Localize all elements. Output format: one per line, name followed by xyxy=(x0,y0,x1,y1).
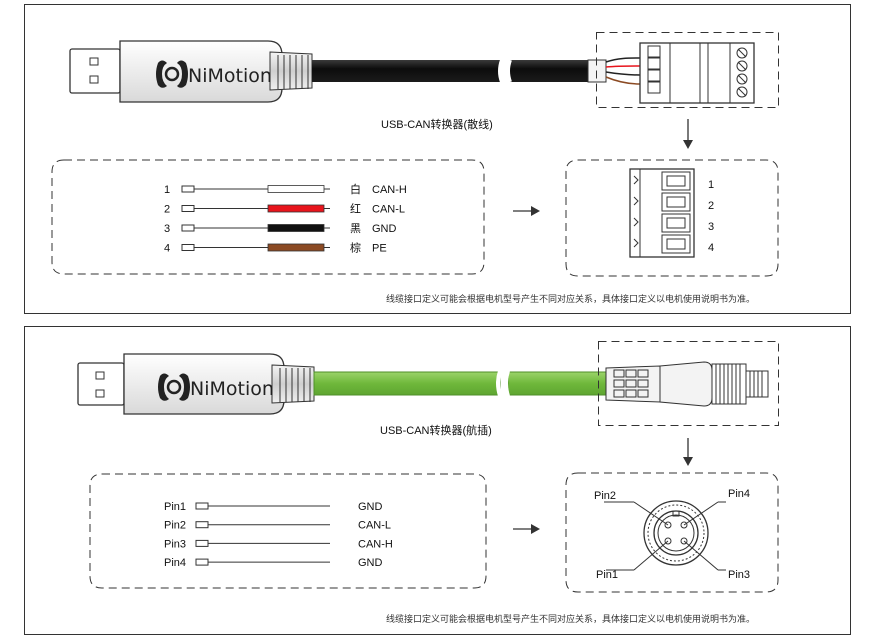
brand-logo-text: NiMotion xyxy=(188,65,272,87)
wire-color-name: 红 xyxy=(350,203,361,216)
black-cable xyxy=(312,59,607,83)
pin-signal: CAN-H xyxy=(358,538,393,550)
pin-terminal-icon xyxy=(195,539,209,547)
wire-color-swatch xyxy=(267,185,325,193)
panel-bottom-border xyxy=(24,326,851,635)
wire-pin-number: 1 xyxy=(164,184,170,196)
connector-face-icon xyxy=(604,500,726,571)
wire-terminal-icon xyxy=(181,205,195,212)
pin-name: Pin2 xyxy=(164,520,186,532)
pin-signal: CAN-L xyxy=(358,520,391,532)
nimotion-logo-icon: NiMotion xyxy=(156,60,272,88)
wire-pin-number: 3 xyxy=(164,223,170,235)
wire-row: 3 黑 GND xyxy=(164,222,397,235)
wire-color-name: 黑 xyxy=(350,222,361,235)
terminal-front-box xyxy=(565,159,779,277)
wire-pin-number: 2 xyxy=(164,204,170,216)
brand-logo-text: NiMotion xyxy=(190,378,274,400)
terminal-pin-label: 4 xyxy=(708,242,714,254)
wire-terminal-icon xyxy=(181,244,195,251)
terminal-pin-label: 3 xyxy=(708,221,714,233)
pin-signal: GND xyxy=(358,557,383,569)
wire-signal: CAN-L xyxy=(372,204,405,216)
pin-terminal-icon xyxy=(195,521,209,529)
terminal-pin-labels: 1 2 3 4 xyxy=(708,179,714,254)
pin-row: Pin2 CAN-L xyxy=(164,520,391,532)
connector-pin-label-top-right: Pin4 xyxy=(728,488,750,500)
wire-color-swatch xyxy=(267,224,325,232)
arrow-right-icon xyxy=(513,524,540,534)
pin-name: Pin4 xyxy=(164,557,186,569)
arrow-right-icon xyxy=(513,206,540,216)
panel-bottom-caption: USB-CAN转换器(航插) xyxy=(380,423,492,437)
panel-top-border xyxy=(24,4,851,314)
connector-pin-label-bottom-left: Pin1 xyxy=(596,569,618,581)
wire-legend-box xyxy=(51,159,485,275)
pin-signal: GND xyxy=(358,501,383,513)
pin-row: Pin1 GND xyxy=(164,501,383,513)
pin-terminal-icon xyxy=(195,502,209,510)
wire-signal: PE xyxy=(372,243,387,255)
pin-name: Pin3 xyxy=(164,538,186,550)
terminal-zoom-box xyxy=(596,32,779,108)
wire-color-name: 棕 xyxy=(350,241,361,255)
wire-terminal-icon xyxy=(181,224,195,232)
wire-color-swatch xyxy=(267,204,325,213)
nimotion-logo-icon: NiMotion xyxy=(158,373,274,401)
connector-face-box xyxy=(565,472,779,593)
wire-row: 4 棕 PE xyxy=(164,241,387,255)
pin-name: Pin1 xyxy=(164,501,186,513)
pin-legend-box xyxy=(89,473,487,589)
arrow-down-icon xyxy=(683,438,693,466)
pin-row: Pin4 GND xyxy=(164,557,383,569)
terminal-pin-label: 1 xyxy=(708,179,714,191)
wire-color-swatch xyxy=(267,243,325,252)
panel-top-caption: USB-CAN转换器(散线) xyxy=(381,117,493,131)
wire-row: 2 红 CAN-L xyxy=(164,203,405,216)
green-cable xyxy=(313,370,611,397)
pin-terminal-icon xyxy=(195,558,209,566)
panel-bottom-note: 线缆接口定义可能会根据电机型号产生不同对应关系，具体接口定义以电机使用说明书为准… xyxy=(386,613,755,624)
connector-zoom-box xyxy=(598,341,779,426)
pin-row: Pin3 CAN-H xyxy=(164,538,393,550)
panel-top-note: 线缆接口定义可能会根据电机型号产生不同对应关系，具体接口定义以电机使用说明书为准… xyxy=(386,293,755,304)
wire-row: 1 白 CAN-H xyxy=(164,182,407,196)
connector-pin-label-bottom-right: Pin3 xyxy=(728,569,750,581)
wire-signal: GND xyxy=(372,223,397,235)
wire-signal: CAN-H xyxy=(372,184,407,196)
wire-terminal-icon xyxy=(181,185,195,193)
terminal-front-icon xyxy=(629,168,695,258)
wire-pin-number: 4 xyxy=(164,243,170,255)
terminal-pin-label: 2 xyxy=(708,200,714,212)
wire-color-name: 白 xyxy=(350,182,361,196)
connector-pin-label-top-left: Pin2 xyxy=(594,490,616,502)
arrow-down-icon xyxy=(683,119,693,149)
top-wire-list: 1 白 CAN-H 2 红 CAN-L 3 黑 GND 4 棕 PE xyxy=(164,182,407,255)
terminal-block-icon xyxy=(605,42,755,104)
aviation-connector-icon xyxy=(605,361,769,407)
